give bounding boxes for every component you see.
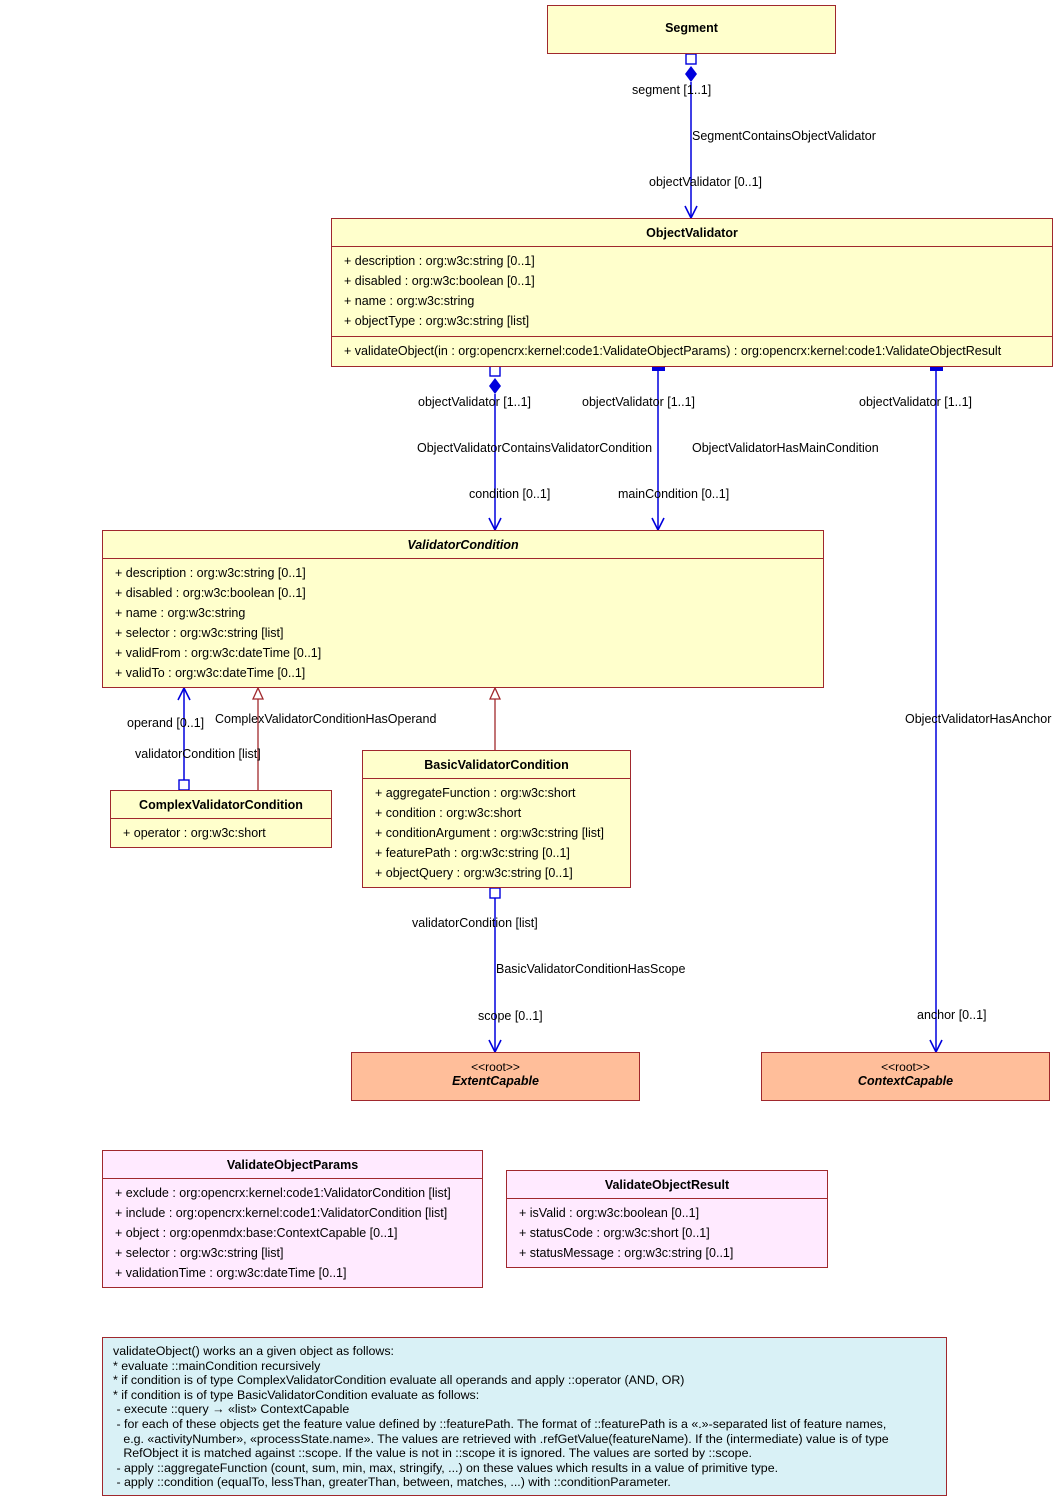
attribute: + include : org:opencrx:kernel:code1:Val… <box>115 1206 448 1220</box>
association-name: ComplexValidatorConditionHasOperand <box>215 712 437 726</box>
class-name: ValidatorCondition <box>407 538 519 552</box>
assoc-segment-objectvalidator <box>684 53 698 220</box>
assoc-objectvalidator-maincondition <box>651 366 665 532</box>
class-validate-object-params[interactable]: ValidateObjectParams + exclude : org:ope… <box>102 1150 483 1288</box>
attribute-list: + description : org:w3c:string [0..1] + … <box>332 246 1052 336</box>
class-extent-capable[interactable]: <<root>> ExtentCapable <box>351 1052 640 1101</box>
class-name: ValidateObjectResult <box>604 1178 730 1192</box>
association-name: ObjectValidatorContainsValidatorConditio… <box>417 441 653 455</box>
attribute-list: + isValid : org:w3c:boolean [0..1] + sta… <box>507 1198 827 1268</box>
role-label: scope [0..1] <box>478 1009 543 1023</box>
role-label: condition [0..1] <box>469 487 551 501</box>
operation: + validateObject(in : org:opencrx:kernel… <box>344 344 1002 358</box>
note-line: * if condition is of type ComplexValidat… <box>113 1373 685 1388</box>
stereotype: <<root>> <box>471 1060 520 1074</box>
role-label: segment [1..1] <box>632 83 712 97</box>
attribute: + object : org:openmdx:base:ContextCapab… <box>115 1226 398 1240</box>
attribute: + statusMessage : org:w3c:string [0..1] <box>519 1246 734 1260</box>
attribute: + selector : org:w3c:string [list] <box>115 626 284 640</box>
class-name: ExtentCapable <box>452 1074 539 1088</box>
attribute: + aggregateFunction : org:w3c:short <box>375 786 576 800</box>
note-line: - apply ::aggregateFunction (count, sum,… <box>113 1460 779 1475</box>
attribute-list: + description : org:w3c:string [0..1] + … <box>103 558 823 688</box>
association-name: ObjectValidatorHasMainCondition <box>692 441 879 455</box>
assoc-complex-operand <box>177 686 191 791</box>
attribute: + name : org:w3c:string <box>344 294 475 308</box>
attribute: + objectType : org:w3c:string [list] <box>344 314 530 328</box>
note-line: validateObject() works an a given object… <box>113 1344 394 1358</box>
role-label: validatorCondition [list] <box>412 916 538 930</box>
role-label: objectValidator [1..1] <box>859 395 973 409</box>
association-name: BasicValidatorConditionHasScope <box>496 962 686 976</box>
attribute: + disabled : org:w3c:boolean [0..1] <box>344 274 535 288</box>
attribute: + featurePath : org:w3c:string [0..1] <box>375 846 570 860</box>
association-name: SegmentContainsObjectValidator <box>692 129 876 143</box>
class-basic-validator-condition[interactable]: BasicValidatorCondition + aggregateFunct… <box>362 750 631 888</box>
class-validator-condition[interactable]: ValidatorCondition + description : org:w… <box>102 530 824 688</box>
attribute: + description : org:w3c:string [0..1] <box>344 254 535 268</box>
stereotype: <<root>> <box>881 1060 930 1074</box>
attribute: + validationTime : org:w3c:dateTime [0..… <box>115 1266 347 1280</box>
class-object-validator[interactable]: ObjectValidator + description : org:w3c:… <box>331 218 1053 367</box>
class-name: BasicValidatorCondition <box>424 758 569 772</box>
role-label: validatorCondition [list] <box>135 747 261 761</box>
class-name: ContextCapable <box>857 1074 954 1088</box>
note-line: * if condition is of type BasicValidator… <box>113 1387 480 1402</box>
attribute: + operator : org:w3c:short <box>123 826 266 840</box>
class-segment[interactable]: Segment <box>547 5 836 54</box>
class-name: ComplexValidatorCondition <box>139 798 303 812</box>
assoc-objectvalidator-anchor <box>929 366 943 1054</box>
note-line: * evaluate ::mainCondition recursively <box>113 1358 321 1373</box>
attribute-list: + operator : org:w3c:short <box>111 818 331 848</box>
role-label: mainCondition [0..1] <box>618 487 730 501</box>
attribute: + conditionArgument : org:w3c:string [li… <box>375 826 604 840</box>
role-label: operand [0..1] <box>127 716 205 730</box>
note-line: - apply ::condition (equalTo, lessThan, … <box>113 1475 671 1490</box>
attribute: + description : org:w3c:string [0..1] <box>115 566 306 580</box>
note-text: validateObject() works an a given object… <box>103 1338 946 1496</box>
class-context-capable[interactable]: <<root>> ContextCapable <box>761 1052 1050 1101</box>
attribute: + statusCode : org:w3c:short [0..1] <box>519 1226 710 1240</box>
attribute: + validFrom : org:w3c:dateTime [0..1] <box>115 646 322 660</box>
role-label: objectValidator [1..1] <box>418 395 532 409</box>
operation-list: + validateObject(in : org:opencrx:kernel… <box>332 336 1052 366</box>
attribute: + validTo : org:w3c:dateTime [0..1] <box>115 666 306 680</box>
note-line: e.g. «activityNumber», «processState.nam… <box>113 1431 889 1446</box>
class-validate-object-result[interactable]: ValidateObjectResult + isValid : org:w3c… <box>506 1170 828 1268</box>
generalization-complex <box>251 686 265 791</box>
role-label: anchor [0..1] <box>917 1008 987 1022</box>
attribute: + name : org:w3c:string <box>115 606 246 620</box>
attribute: + selector : org:w3c:string [list] <box>115 1246 284 1260</box>
note-line: - execute ::query → «list» ContextCapabl… <box>113 1402 350 1417</box>
note-line: RefObject it is matched against ::scope.… <box>113 1446 752 1461</box>
class-name: ObjectValidator <box>646 226 738 240</box>
attribute: + exclude : org:opencrx:kernel:code1:Val… <box>115 1186 451 1200</box>
attribute: + disabled : org:w3c:boolean [0..1] <box>115 586 306 600</box>
note-line: - for each of these objects get the feat… <box>113 1416 887 1431</box>
generalization-basic <box>488 686 502 751</box>
attribute-list: + exclude : org:opencrx:kernel:code1:Val… <box>103 1178 482 1288</box>
note: validateObject() works an a given object… <box>102 1337 947 1496</box>
role-label: objectValidator [0..1] <box>649 175 763 189</box>
association-name: ObjectValidatorHasAnchor <box>905 712 1052 726</box>
attribute: + objectQuery : org:w3c:string [0..1] <box>375 866 573 880</box>
attribute: + isValid : org:w3c:boolean [0..1] <box>519 1206 700 1220</box>
class-name: ValidateObjectParams <box>226 1158 359 1172</box>
class-name: Segment <box>665 21 718 35</box>
class-complex-validator-condition[interactable]: ComplexValidatorCondition + operator : o… <box>110 790 332 848</box>
attribute-list: + aggregateFunction : org:w3c:short + co… <box>363 778 630 888</box>
attribute: + condition : org:w3c:short <box>375 806 522 820</box>
role-label: objectValidator [1..1] <box>582 395 696 409</box>
